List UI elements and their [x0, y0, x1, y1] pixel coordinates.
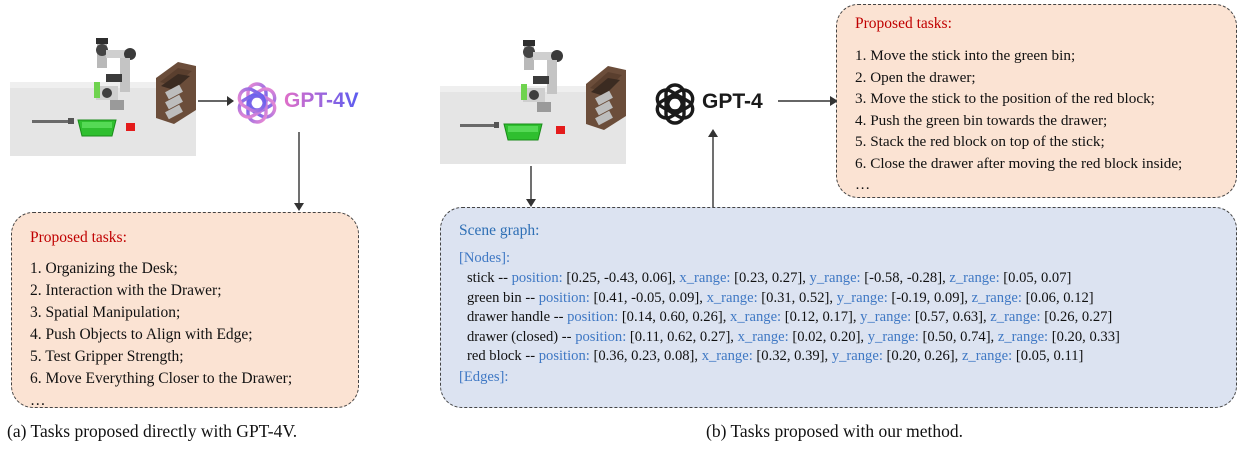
z-range-key: z_range:	[971, 289, 1026, 306]
node-row: drawer (closed) -- position: [0.11, 0.62…	[467, 328, 1120, 348]
node-list: stick -- position: [0.25, -0.43, 0.06], …	[467, 269, 1120, 367]
position-key: position:	[567, 309, 622, 326]
caption-a: (a) Tasks proposed directly with GPT-4V.	[7, 421, 298, 441]
edges-header: [Edges]:	[459, 369, 509, 385]
arrow-gpt4v-to-tasks	[294, 132, 304, 211]
list-item: 4. Push the green bin towards the drawer…	[855, 111, 1108, 129]
scene-image-b	[440, 40, 626, 164]
z-range-value: [0.20, 0.33]	[1051, 328, 1120, 345]
gpt4v-label: GPT-4V	[284, 89, 359, 112]
z-range-key: z_range:	[961, 348, 1016, 365]
proposed-tasks-box-b: Proposed tasks: 1. Move the stick into t…	[836, 4, 1237, 198]
y-range-value: [0.57, 0.63],	[914, 309, 991, 326]
x-range-key: x_range:	[701, 348, 757, 365]
y-range-key: y_range:	[831, 348, 887, 365]
x-range-value: [0.23, 0.27],	[734, 270, 810, 286]
scene-graph-title: Scene graph:	[459, 222, 540, 239]
proposed-tasks-title-a: Proposed tasks:	[30, 229, 127, 246]
position-value: [0.36, 0.23, 0.08],	[593, 348, 702, 365]
x-range-value: [0.02, 0.20],	[792, 328, 868, 345]
position-key: position:	[538, 289, 594, 306]
x-range-value: [0.32, 0.39],	[756, 348, 832, 365]
proposed-tasks-title-b: Proposed tasks:	[855, 15, 952, 32]
y-range-value: [-0.19, 0.09],	[891, 289, 972, 306]
x-range-key: x_range:	[679, 270, 735, 286]
list-item: 6. Close the drawer after moving the red…	[855, 154, 1183, 172]
openai-logo-gradient-icon	[237, 82, 277, 124]
list-item: 2. Open the drawer;	[855, 68, 976, 86]
proposed-tasks-box-a: Proposed tasks: 1. Organizing the Desk; …	[11, 212, 359, 409]
list-item: 1. Organizing the Desk;	[30, 260, 178, 277]
list-item: 5. Stack the red block on top of the sti…	[855, 133, 1105, 150]
caption-b: (b) Tasks proposed with our method.	[706, 421, 964, 441]
y-range-value: [0.20, 0.26],	[886, 348, 962, 365]
list-item: …	[855, 176, 871, 193]
x-range-value: [0.12, 0.17],	[784, 309, 861, 326]
y-range-key: y_range:	[836, 289, 892, 306]
x-range-key: x_range:	[730, 309, 785, 326]
list-item: 2. Interaction with the Drawer;	[30, 282, 222, 299]
z-range-key: z_range:	[997, 328, 1052, 345]
arrow-gpt4-to-tasks	[778, 96, 838, 106]
scene-graph-box: Scene graph: [Nodes]: stick -- position:…	[440, 207, 1237, 408]
openai-logo-icon	[655, 83, 695, 125]
list-item: 3. Move the stick to the position of the…	[855, 90, 1155, 107]
task-list-b: 1. Move the stick into the green bin; 2.…	[855, 45, 1182, 196]
node-name: red block --	[467, 348, 539, 365]
position-key: position:	[511, 270, 567, 286]
x-range-value: [0.31, 0.52],	[761, 289, 837, 306]
list-item: 1. Move the stick into the green bin;	[855, 47, 1076, 64]
node-row: green bin -- position: [0.41, -0.05, 0.0…	[467, 289, 1120, 309]
position-value: [0.41, -0.05, 0.09],	[593, 289, 707, 306]
list-item: 3. Spatial Manipulation;	[30, 304, 181, 321]
position-key: position:	[538, 348, 594, 365]
position-value: [0.11, 0.62, 0.27],	[629, 328, 738, 345]
z-range-value: [0.05, 0.11]	[1015, 348, 1084, 365]
z-range-value: [0.26, 0.27]	[1044, 309, 1113, 326]
list-item: …	[30, 392, 46, 409]
z-range-key: z_range:	[949, 270, 1004, 286]
node-row: red block -- position: [0.36, 0.23, 0.08…	[467, 347, 1120, 367]
nodes-header: [Nodes]:	[459, 250, 511, 266]
list-item: 4. Push Objects to Align with Edge;	[30, 326, 253, 343]
arrow-scene-to-gpt4v	[198, 96, 234, 106]
arrow-scene-to-graph	[526, 166, 536, 207]
position-value: [0.14, 0.60, 0.26],	[621, 309, 731, 326]
node-name: green bin --	[467, 289, 539, 306]
arrow-graph-to-gpt4	[708, 129, 718, 208]
node-name: stick --	[467, 270, 512, 286]
position-key: position:	[575, 328, 630, 345]
y-range-key: y_range:	[809, 270, 865, 286]
gpt4-label: GPT-4	[702, 90, 763, 113]
z-range-value: [0.05, 0.07]	[1003, 270, 1072, 286]
node-name: drawer (closed) --	[467, 328, 576, 345]
node-row: drawer handle -- position: [0.14, 0.60, …	[467, 308, 1120, 328]
node-name: drawer handle --	[467, 309, 568, 326]
scene-image-a	[10, 38, 196, 156]
task-list-a: 1. Organizing the Desk; 2. Interaction w…	[30, 258, 292, 412]
x-range-key: x_range:	[737, 328, 793, 345]
position-value: [0.25, -0.43, 0.06],	[566, 270, 680, 286]
z-range-value: [0.06, 0.12]	[1025, 289, 1094, 306]
y-range-key: y_range:	[860, 309, 915, 326]
node-row: stick -- position: [0.25, -0.43, 0.06], …	[467, 269, 1120, 289]
y-range-key: y_range:	[867, 328, 923, 345]
y-range-value: [0.50, 0.74],	[922, 328, 998, 345]
y-range-value: [-0.58, -0.28],	[864, 270, 950, 286]
list-item: 5. Test Gripper Strength;	[30, 348, 184, 365]
x-range-key: x_range:	[706, 289, 762, 306]
z-range-key: z_range:	[990, 309, 1045, 326]
list-item: 6. Move Everything Closer to the Drawer;	[30, 370, 293, 387]
